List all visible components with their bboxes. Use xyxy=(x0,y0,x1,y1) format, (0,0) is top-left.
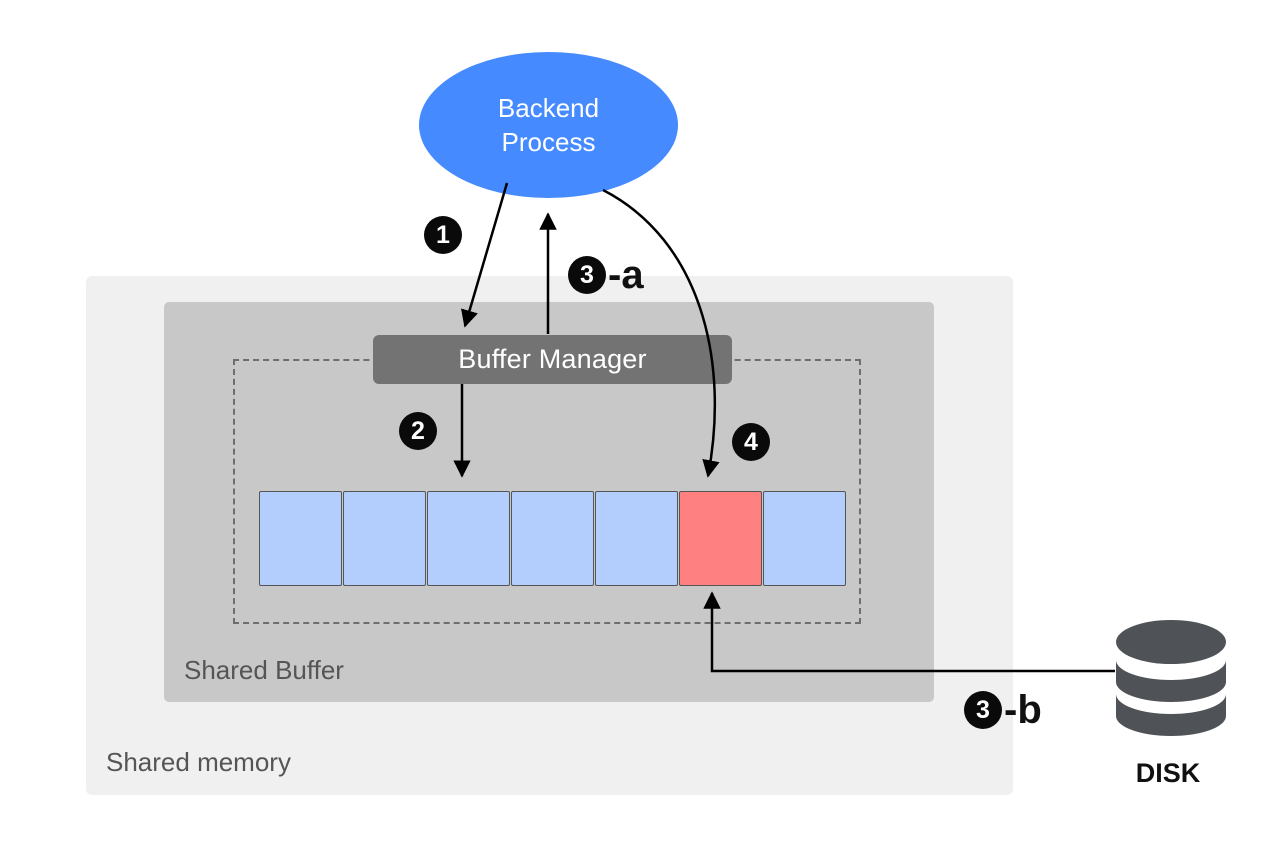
buffer-manager-label: Buffer Manager xyxy=(458,344,647,374)
step-1-number: 1 xyxy=(424,216,462,254)
step-3a-suffix: -a xyxy=(608,253,644,297)
shared-buffer-label: Shared Buffer xyxy=(184,655,344,685)
buffer-slot xyxy=(511,491,594,586)
buffer-slots xyxy=(259,491,847,586)
buffer-manager-node: Buffer Manager xyxy=(373,335,732,384)
step-1-badge: 1 xyxy=(424,216,462,254)
buffer-slot xyxy=(595,491,678,586)
backend-process-label-line2: Process xyxy=(501,127,596,157)
step-3b-number: 3 xyxy=(964,691,1002,729)
database-icon xyxy=(1116,620,1226,736)
backend-process-node: Backend Process xyxy=(419,52,678,198)
step-3a-badge: 3 -a xyxy=(568,255,644,295)
buffer-slot xyxy=(763,491,846,586)
buffer-slot-target xyxy=(679,491,762,586)
buffer-slot xyxy=(259,491,342,586)
step-3b-badge: 3 -b xyxy=(964,690,1042,730)
step-3b-suffix: -b xyxy=(1004,688,1042,732)
backend-process-label-line1: Backend xyxy=(497,93,600,123)
step-4-number: 4 xyxy=(732,423,770,461)
disk-label: DISK xyxy=(1135,758,1201,788)
buffer-slot xyxy=(427,491,510,586)
step-3a-number: 3 xyxy=(568,256,606,294)
buffer-slot xyxy=(343,491,426,586)
step-2-number: 2 xyxy=(399,412,437,450)
shared-memory-label: Shared memory xyxy=(106,747,291,777)
step-4-badge: 4 xyxy=(732,423,770,461)
step-2-badge: 2 xyxy=(399,412,437,450)
